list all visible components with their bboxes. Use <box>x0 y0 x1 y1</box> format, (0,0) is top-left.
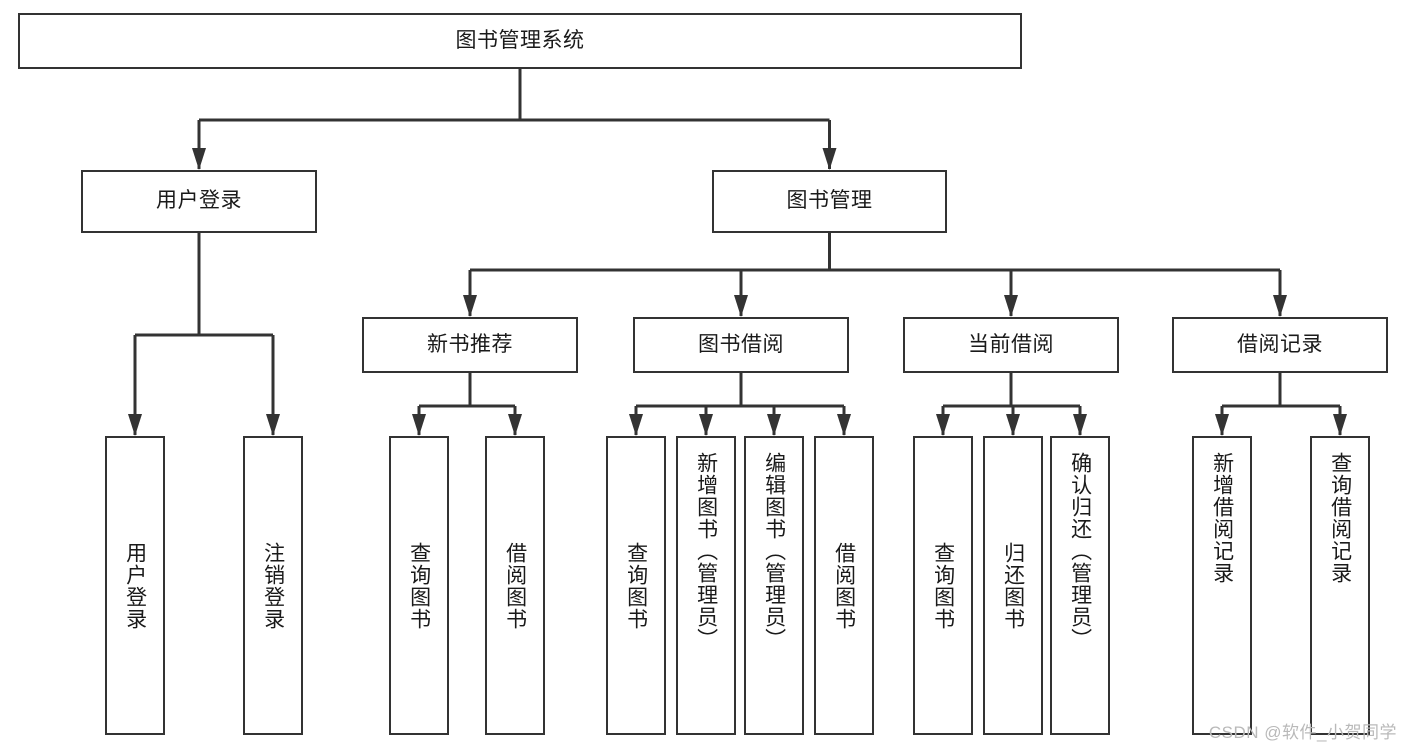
arrowhead-leaf-logout <box>266 414 280 436</box>
node-leaf-query-book-3[interactable]: 查询图书 <box>913 436 973 735</box>
node-user-login[interactable]: 用户登录 <box>81 170 317 233</box>
arrowhead-leaf-user-login <box>128 414 142 436</box>
node-leaf-edit-book[interactable]: 编辑图书（管理员） <box>744 436 804 735</box>
arrowhead-leaf-query-record <box>1333 414 1347 436</box>
node-label: 归还图书 <box>1001 541 1025 630</box>
arrowhead-book-borrow <box>734 295 748 317</box>
node-book-borrow[interactable]: 图书借阅 <box>633 317 849 373</box>
node-label: 查询图书 <box>931 541 955 630</box>
node-leaf-borrow-book-2[interactable]: 借阅图书 <box>814 436 874 735</box>
node-current-borrow[interactable]: 当前借阅 <box>903 317 1119 373</box>
node-label: 借阅图书 <box>832 541 856 630</box>
node-leaf-query-book-2[interactable]: 查询图书 <box>606 436 666 735</box>
node-borrow-record[interactable]: 借阅记录 <box>1172 317 1388 373</box>
arrowhead-leaf-borrow-book-2 <box>837 414 851 436</box>
arrowhead-leaf-add-book <box>699 414 713 436</box>
node-label: 图书借阅 <box>698 332 784 356</box>
node-label: 当前借阅 <box>968 332 1054 356</box>
node-label: 新书推荐 <box>427 332 513 356</box>
node-label: 借阅记录 <box>1237 332 1323 356</box>
node-label: 用户登录 <box>123 541 147 630</box>
node-label: 新增借阅记录 <box>1210 452 1234 584</box>
node-leaf-borrow-book-1[interactable]: 借阅图书 <box>485 436 545 735</box>
arrowhead-current-borrow <box>1004 295 1018 317</box>
node-leaf-confirm-return[interactable]: 确认归还（管理员） <box>1050 436 1110 735</box>
node-label: 查询图书 <box>624 541 648 630</box>
arrowhead-leaf-edit-book <box>767 414 781 436</box>
node-label: 新增图书（管理员） <box>694 452 718 650</box>
node-leaf-add-record[interactable]: 新增借阅记录 <box>1192 436 1252 735</box>
arrowhead-leaf-query-book-2 <box>629 414 643 436</box>
arrowhead-leaf-add-record <box>1215 414 1229 436</box>
arrowhead-user-login <box>192 148 206 170</box>
node-label: 查询图书 <box>407 541 431 630</box>
node-root[interactable]: 图书管理系统 <box>18 13 1022 69</box>
node-label: 借阅图书 <box>503 541 527 630</box>
node-leaf-add-book[interactable]: 新增图书（管理员） <box>676 436 736 735</box>
node-book-manage[interactable]: 图书管理 <box>712 170 947 233</box>
arrowhead-leaf-query-book-1 <box>412 414 426 436</box>
arrowhead-leaf-borrow-book-1 <box>508 414 522 436</box>
node-leaf-query-record[interactable]: 查询借阅记录 <box>1310 436 1370 735</box>
node-label: 图书管理系统 <box>455 28 585 52</box>
node-label: 注销登录 <box>261 541 285 630</box>
node-label: 查询借阅记录 <box>1328 452 1352 584</box>
node-leaf-logout[interactable]: 注销登录 <box>243 436 303 735</box>
arrowhead-leaf-query-book-3 <box>936 414 950 436</box>
arrowhead-new-book-rec <box>463 295 477 317</box>
arrowhead-borrow-record <box>1273 295 1287 317</box>
arrowhead-book-manage <box>822 148 837 170</box>
node-leaf-return-book[interactable]: 归还图书 <box>983 436 1043 735</box>
watermark: CSDN @软件_小贺同学 <box>1208 723 1397 742</box>
node-leaf-query-book-1[interactable]: 查询图书 <box>389 436 449 735</box>
node-label: 图书管理 <box>786 189 873 213</box>
node-label: 用户登录 <box>156 189 242 213</box>
node-new-book-rec[interactable]: 新书推荐 <box>362 317 578 373</box>
arrowhead-leaf-confirm-return <box>1073 414 1087 436</box>
node-label: 确认归还（管理员） <box>1068 452 1092 650</box>
arrowhead-leaf-return-book <box>1006 414 1020 436</box>
node-leaf-user-login[interactable]: 用户登录 <box>105 436 165 735</box>
node-label: 编辑图书（管理员） <box>762 452 786 650</box>
